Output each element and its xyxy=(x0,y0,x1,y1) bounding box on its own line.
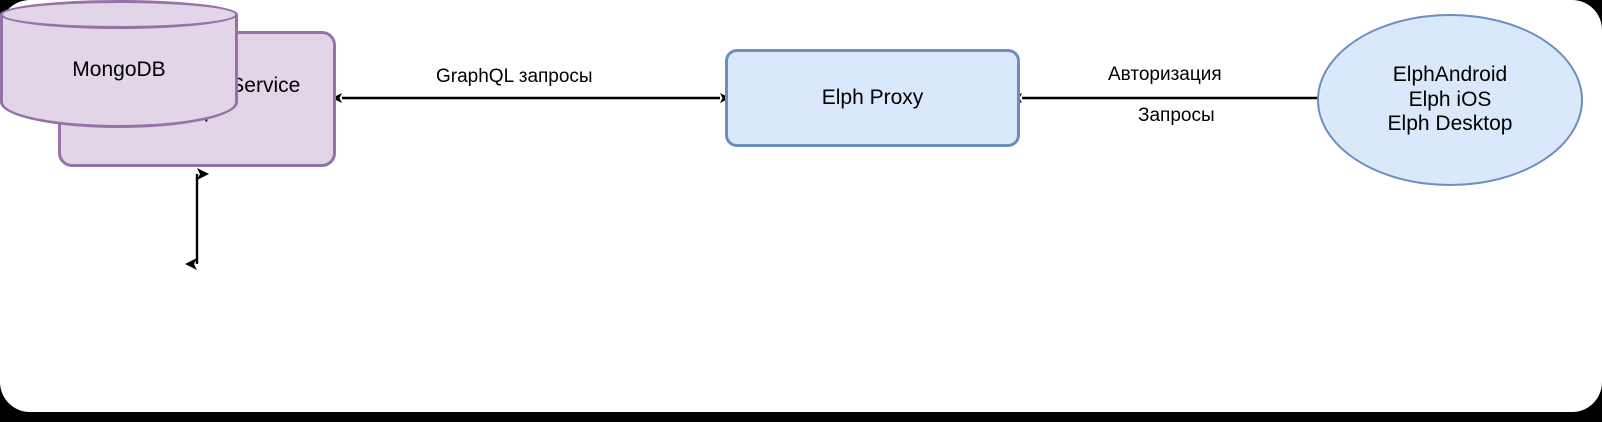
node-clients-label-line2: Elph iOS xyxy=(1408,87,1492,111)
node-elph-proxy-label: Elph Proxy xyxy=(821,85,924,109)
node-mongodb-label: MongoDB xyxy=(72,58,166,81)
edge-label-graphql: GraphQL запросы xyxy=(432,66,597,88)
cylinder-body-shape xyxy=(0,14,238,128)
edge-label-requests: Запросы xyxy=(1134,105,1219,127)
node-elph-proxy[interactable]: Elph Proxy xyxy=(725,49,1020,147)
edge-elph-proxy-to-clients xyxy=(1012,93,1328,103)
edge-address-book-to-mongodb xyxy=(185,168,209,270)
node-clients-label-line3: Elph Desktop xyxy=(1387,112,1513,136)
cylinder-top-ellipse-shape xyxy=(0,0,238,29)
node-elph-clients[interactable]: ElphAndroid Elph iOS Elph Desktop xyxy=(1317,14,1583,186)
node-clients-label-line1: ElphAndroid xyxy=(1392,62,1508,86)
edge-label-authorization: Авторизация xyxy=(1104,64,1226,86)
edge-address-book-to-elph-proxy xyxy=(332,93,730,103)
node-mongodb-database[interactable]: MongoDB xyxy=(0,0,238,146)
